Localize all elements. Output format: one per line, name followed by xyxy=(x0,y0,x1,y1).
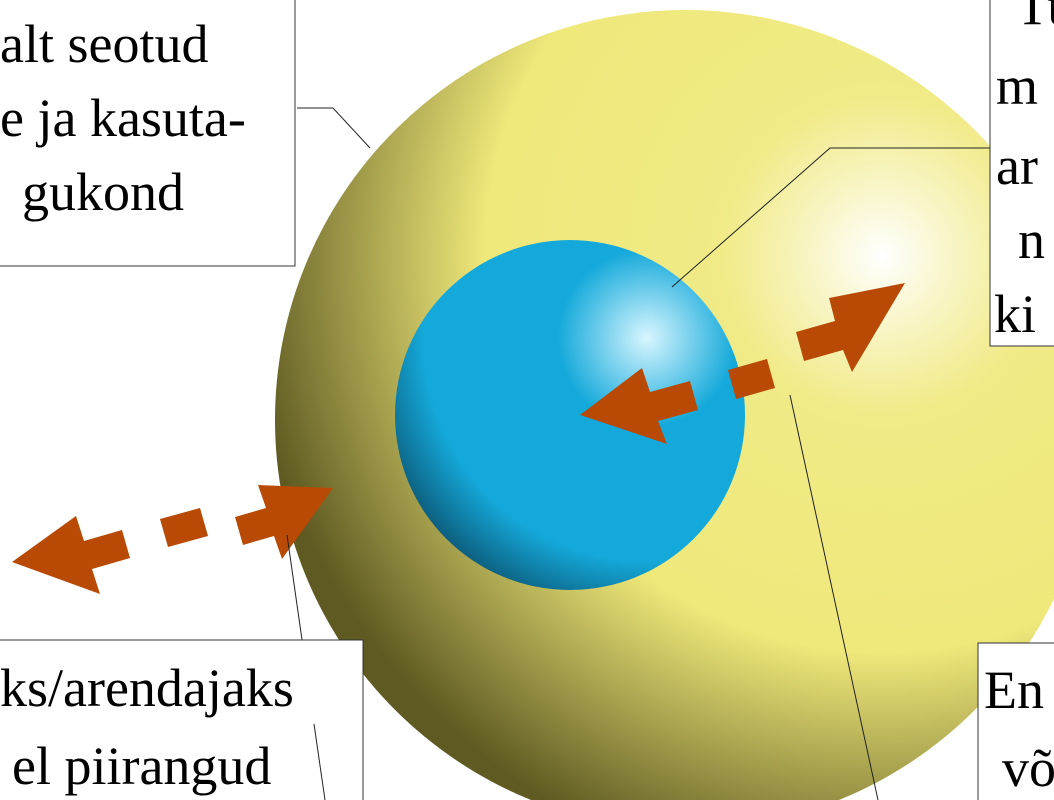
label-box-bottom-right: En võ xyxy=(977,642,1054,800)
label-line: e ja kasuta- xyxy=(0,88,246,148)
label-line: m xyxy=(996,56,1038,116)
arrow-dash xyxy=(160,508,208,547)
label-line: gukond xyxy=(22,162,184,222)
label-box-border xyxy=(0,0,296,267)
arrow-head-right xyxy=(235,485,333,559)
label-box-top-left: alt seotud e ja kasuta- gukond xyxy=(0,0,296,267)
label-line: n xyxy=(1018,210,1045,270)
arrow-dash xyxy=(728,359,775,399)
leader-line-bottom-right xyxy=(789,394,879,800)
label-line: ar xyxy=(996,136,1038,196)
label-box-border xyxy=(989,0,1054,347)
label-line: ks/arendajaks xyxy=(0,658,294,718)
leader-line-top-left xyxy=(297,107,371,149)
label-box-bottom-left: ks/arendajaks el piirangud xyxy=(0,639,364,800)
label-line: En xyxy=(984,660,1044,720)
label-box-border xyxy=(0,639,364,800)
label-line: võ xyxy=(1002,738,1054,798)
outer-double-arrow xyxy=(12,485,333,594)
arrow-head-right xyxy=(796,283,905,372)
label-line: ki xyxy=(994,284,1036,344)
label-line: Tu xyxy=(1016,0,1054,36)
arrow-head-left xyxy=(12,516,130,594)
label-line: el piirangud xyxy=(12,736,271,796)
leader-line-bottom-left-overlay xyxy=(313,723,326,800)
arrow-head-left xyxy=(580,368,698,444)
inner-sphere xyxy=(395,240,745,590)
inner-double-arrow xyxy=(580,283,905,444)
label-box-border xyxy=(977,642,1054,800)
label-line: alt seotud xyxy=(0,14,208,74)
leader-line-top-right xyxy=(671,147,990,288)
label-box-top-right: Tu m ar n ki xyxy=(989,0,1054,347)
